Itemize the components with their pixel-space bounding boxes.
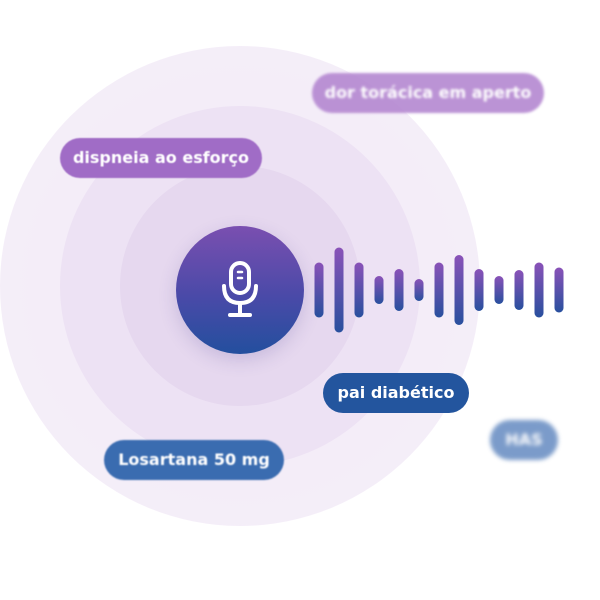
waveform-bar (494, 276, 504, 304)
tag-father-diabetic[interactable]: pai diabético (323, 373, 469, 413)
microphone-icon (222, 261, 258, 317)
tag-dyspnea[interactable]: dispneia ao esforço (60, 138, 262, 178)
tag-chest-pain[interactable]: dor torácica em aperto (312, 73, 544, 113)
tag-hypertension[interactable]: HAS (490, 420, 558, 460)
waveform-bar (534, 262, 544, 318)
microphone-button[interactable] (176, 226, 304, 354)
waveform-bar (554, 267, 564, 313)
waveform-bar (514, 270, 524, 310)
tag-medication[interactable]: Losartana 50 mg (104, 440, 284, 480)
